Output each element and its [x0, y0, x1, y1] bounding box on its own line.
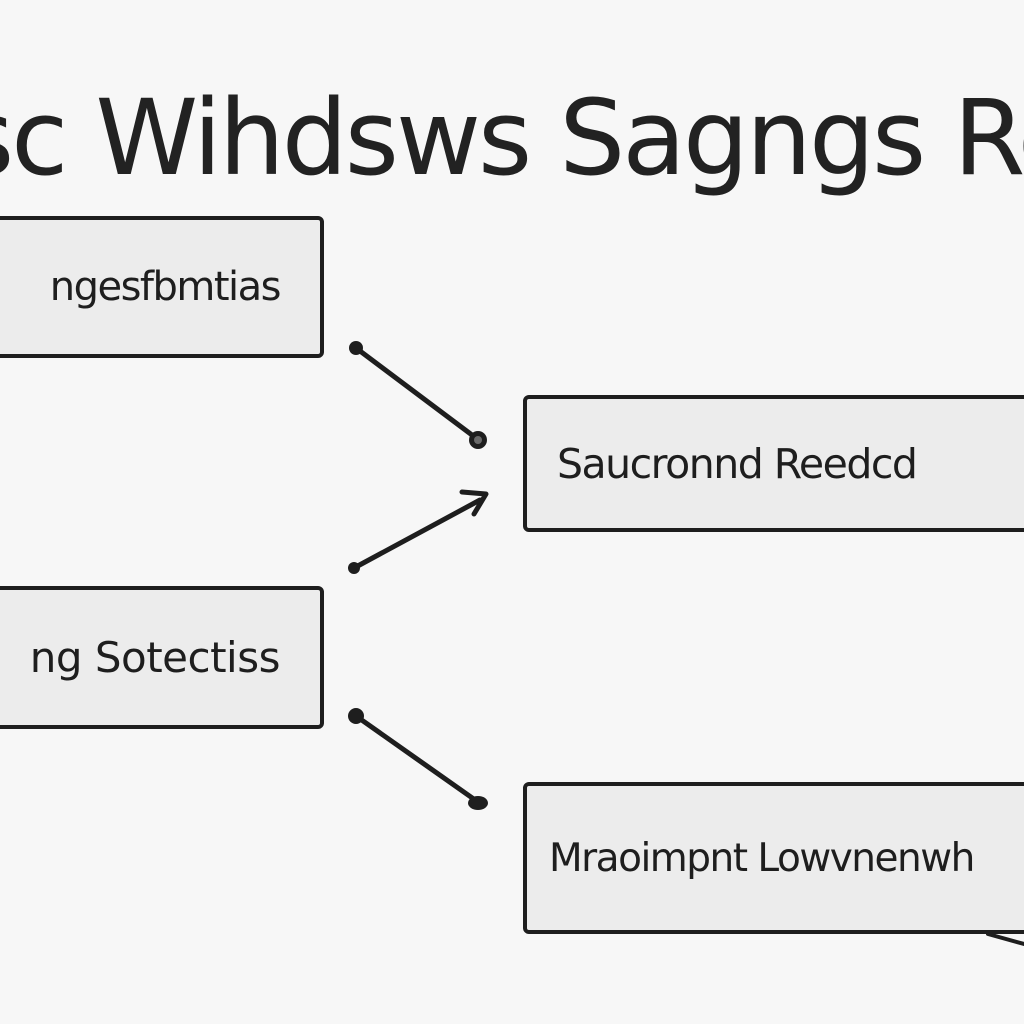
- node-c-label: ng Sotectiss: [29, 633, 281, 682]
- node-d-label: Mraoimpnt Lowvnenwh: [549, 835, 975, 881]
- edge-a-to-b: [349, 341, 487, 449]
- diagram-title: sc Wihdsws Sagngs Rew: [0, 77, 1024, 199]
- node-d-callout-tail: [986, 932, 1024, 946]
- node-b-label: Saucronnd Reedcd: [557, 439, 918, 488]
- node-a-label: ngesfbmtias: [49, 264, 282, 310]
- node-b-box: Saucronnd Reedcd: [523, 395, 1024, 532]
- edge-c-to-b: [348, 489, 489, 574]
- node-c-box: ng Sotectiss: [0, 586, 324, 729]
- node-a-box: ngesfbmtias: [0, 216, 324, 358]
- edge-c-to-d: [348, 708, 488, 810]
- node-d-box: Mraoimpnt Lowvnenwh: [523, 782, 1024, 934]
